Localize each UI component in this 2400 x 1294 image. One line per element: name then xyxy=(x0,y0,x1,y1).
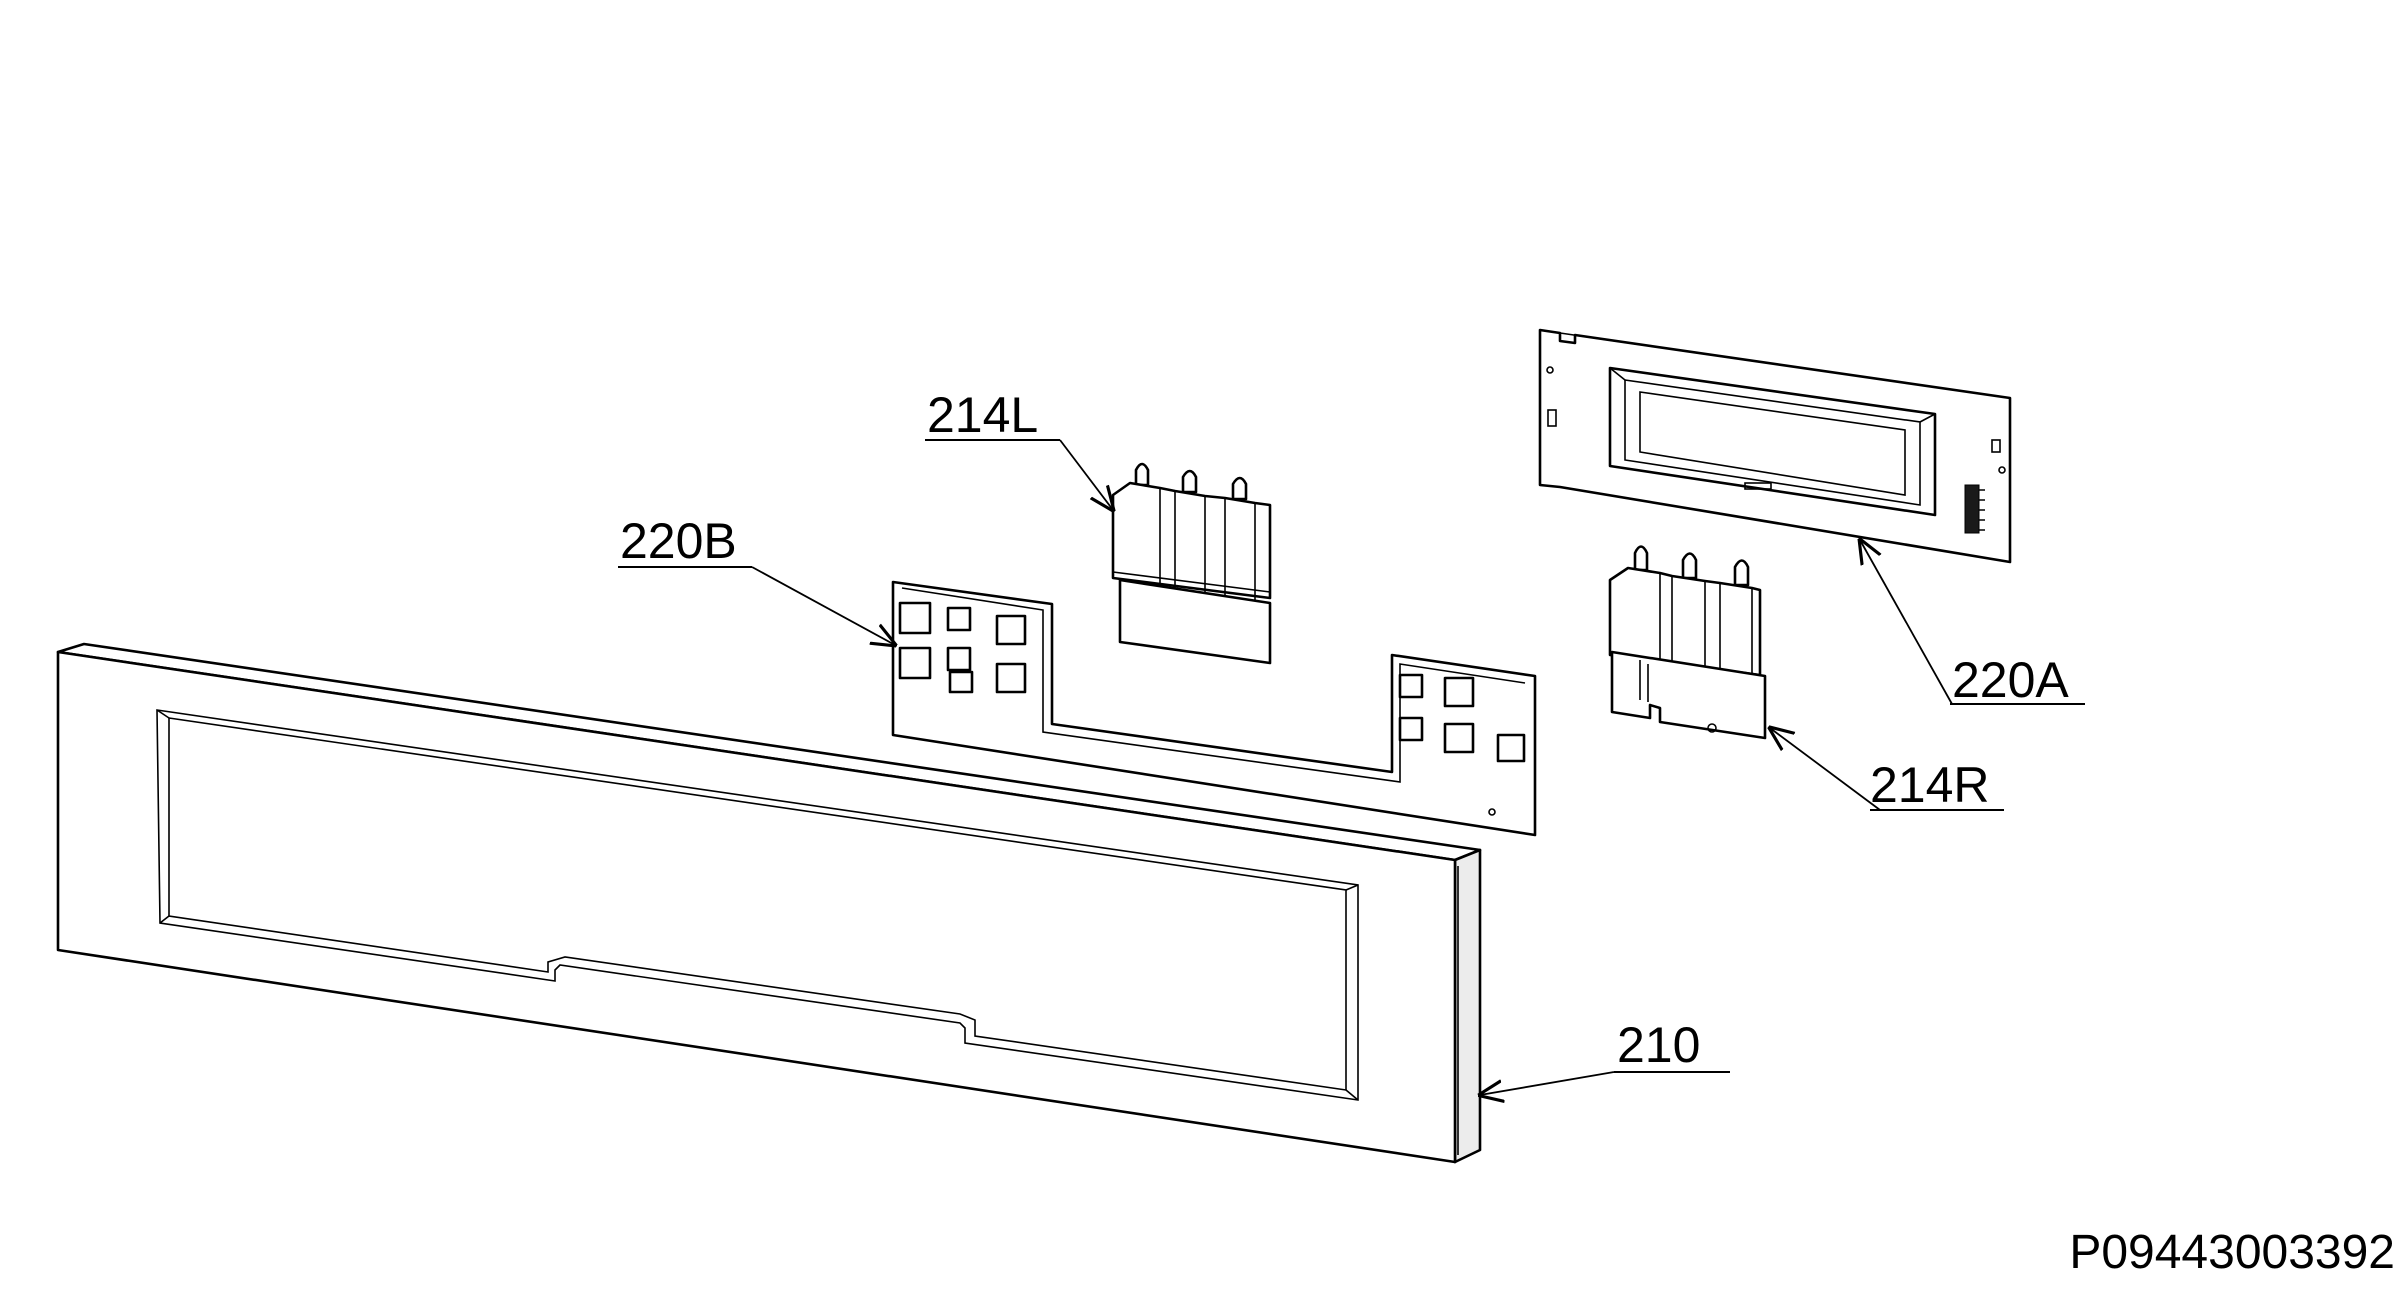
callout-210: 210 xyxy=(1614,1017,1730,1073)
callout-214l: 214L xyxy=(925,387,1060,443)
callout-220a: 220A xyxy=(1950,652,2085,708)
svg-text:210: 210 xyxy=(1617,1017,1700,1073)
part-214r-light-guide xyxy=(1608,545,1767,740)
part-214l-light-guide xyxy=(1111,462,1272,665)
left-key-group xyxy=(898,601,1027,694)
right-key-group xyxy=(1398,673,1526,763)
document-number: P09443003392 xyxy=(2069,1226,2395,1279)
callout-220b: 220B xyxy=(618,513,752,569)
svg-text:214L: 214L xyxy=(927,387,1038,443)
part-210-front-panel xyxy=(56,642,1482,1164)
peg-group xyxy=(1134,462,1248,501)
svg-text:220B: 220B xyxy=(620,513,737,569)
svg-text:220A: 220A xyxy=(1952,652,2069,708)
svg-text:214R: 214R xyxy=(1870,757,1990,813)
leader-lines xyxy=(751,439,1953,1095)
peg-group xyxy=(1633,545,1750,587)
pcb-connector xyxy=(1964,484,1985,534)
part-220a-display-pcb xyxy=(1538,328,2012,564)
part-220b-keypad-film xyxy=(891,580,1537,837)
callout-214r: 214R xyxy=(1870,757,2004,813)
